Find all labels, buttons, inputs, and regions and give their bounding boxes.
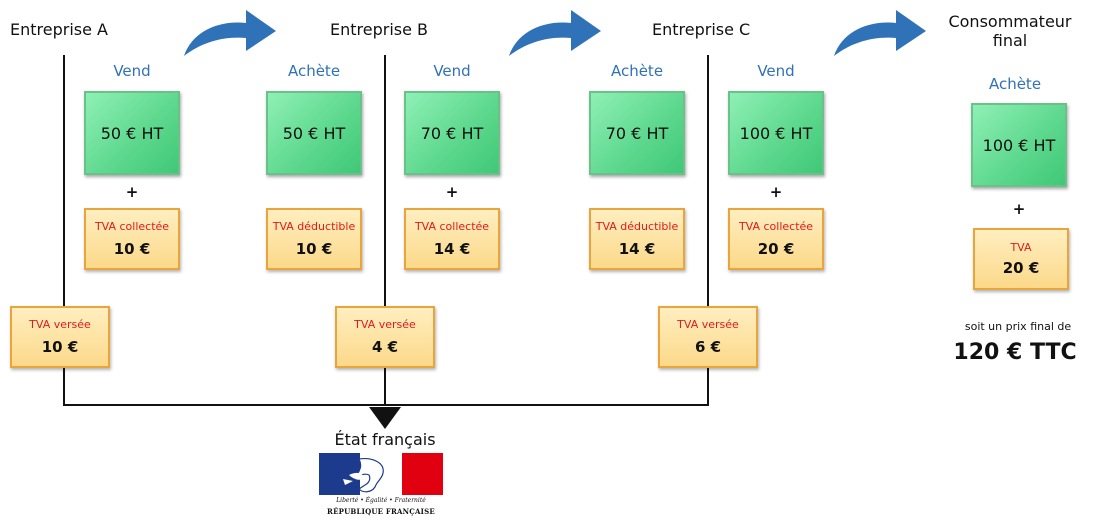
vat-box-consumer: TVA 20 € xyxy=(973,228,1069,290)
action-b-sell: Vend xyxy=(433,62,471,80)
vat-value: 20 € xyxy=(1002,259,1040,277)
price-box-c-sell: 100 € HT xyxy=(728,91,824,175)
state-motto: Liberté • Égalité • Fraternité xyxy=(336,497,426,504)
price-box-c-buy: 70 € HT xyxy=(589,91,685,175)
paid-value: 10 € xyxy=(41,338,79,356)
plus-sign: + xyxy=(445,183,459,201)
paid-label: TVA versée xyxy=(29,318,91,331)
vat-label: TVA collectée xyxy=(94,220,170,233)
paid-label: TVA versée xyxy=(354,318,416,331)
paid-label: TVA versée xyxy=(677,318,739,331)
vat-box-a-collected: TVA collectée 10 € xyxy=(84,208,180,270)
separator-line-c xyxy=(707,55,709,405)
paid-box-a: TVA versée 10 € xyxy=(10,306,110,368)
final-price: 120 € TTC xyxy=(953,340,1077,365)
vat-box-b-deductible: TVA déductible 10 € xyxy=(266,208,362,270)
paid-value: 4 € xyxy=(371,338,399,356)
state-republic: RÉPUBLIQUE FRANÇAISE xyxy=(327,507,435,516)
vat-label: TVA déductible xyxy=(595,220,679,233)
vat-value: 14 € xyxy=(618,240,656,258)
title-entreprise-a: Entreprise A xyxy=(10,20,108,39)
vat-label: TVA collectée xyxy=(414,220,490,233)
vat-value: 20 € xyxy=(757,240,795,258)
action-c-buy: Achète xyxy=(610,62,664,80)
flow-arrow-icon xyxy=(509,10,601,56)
price-box-b-sell: 70 € HT xyxy=(404,91,500,175)
plus-sign: + xyxy=(1012,200,1026,218)
action-consumer-buy: Achète xyxy=(988,75,1042,93)
flow-arrow-icon xyxy=(184,10,276,56)
separator-line-a xyxy=(63,55,65,405)
title-consumer: Consommateur final xyxy=(935,12,1085,50)
down-triangle-icon xyxy=(369,407,401,429)
vat-value: 10 € xyxy=(113,240,151,258)
vat-label: TVA collectée xyxy=(738,220,814,233)
vat-value: 14 € xyxy=(433,240,471,258)
price-box-consumer: 100 € HT xyxy=(971,103,1067,187)
vat-label: TVA déductible xyxy=(272,220,356,233)
action-b-buy: Achète xyxy=(287,62,341,80)
title-entreprise-c: Entreprise C xyxy=(652,20,751,39)
marianne-logo-icon xyxy=(319,453,443,495)
vat-box-c-deductible: TVA déductible 14 € xyxy=(589,208,685,270)
vat-label: TVA xyxy=(1010,241,1032,254)
plus-sign: + xyxy=(125,183,139,201)
action-a-sell: Vend xyxy=(113,62,151,80)
vat-box-c-collected: TVA collectée 20 € xyxy=(728,208,824,270)
flow-arrow-icon xyxy=(834,10,926,56)
vat-box-b-collected: TVA collectée 14 € xyxy=(404,208,500,270)
separator-line-b xyxy=(384,55,386,405)
title-entreprise-b: Entreprise B xyxy=(330,20,429,39)
paid-value: 6 € xyxy=(694,338,722,356)
collector-line xyxy=(63,404,709,406)
vat-value: 10 € xyxy=(295,240,333,258)
final-caption: soit un prix final de xyxy=(964,320,1072,333)
paid-box-b: TVA versée 4 € xyxy=(335,306,435,368)
paid-box-c: TVA versée 6 € xyxy=(658,306,758,368)
plus-sign: + xyxy=(769,183,783,201)
price-box-a-sell: 50 € HT xyxy=(84,91,180,175)
price-box-b-buy: 50 € HT xyxy=(266,91,362,175)
title-consumer-line1: Consommateur xyxy=(948,12,1072,31)
action-c-sell: Vend xyxy=(757,62,795,80)
title-consumer-line2: final xyxy=(992,31,1028,50)
state-title: État français xyxy=(334,430,436,449)
